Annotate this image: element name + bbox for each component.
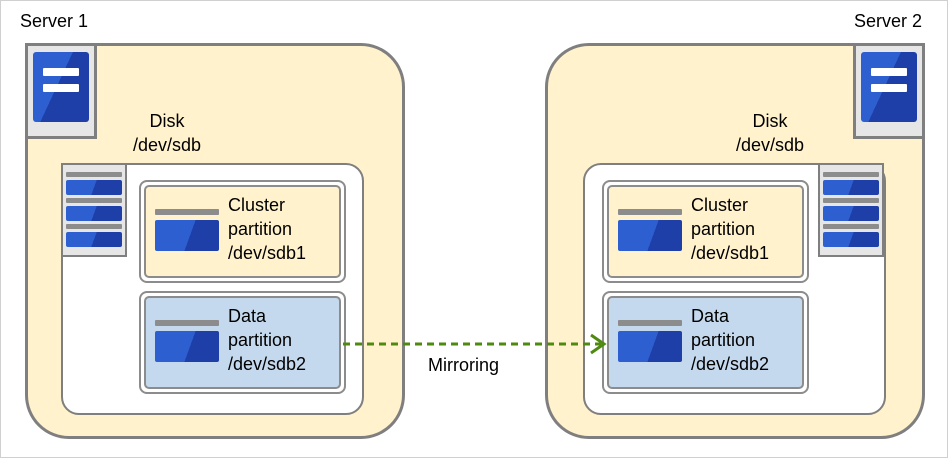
server-slot bbox=[871, 84, 907, 92]
disk-bar bbox=[66, 224, 122, 229]
partition-label: Cluster partition /dev/sdb1 bbox=[228, 195, 307, 263]
disk-label-name: Disk bbox=[752, 111, 788, 131]
disk-label-device: /dev/sdb bbox=[735, 135, 805, 155]
server-1-disk-icon bbox=[61, 163, 127, 257]
partition-label: Cluster partition /dev/sdb1 bbox=[691, 195, 770, 263]
server-1-icon bbox=[25, 43, 97, 139]
partition-label: Data partition /dev/sdb2 bbox=[228, 306, 307, 374]
partition-drive-icon bbox=[618, 209, 684, 253]
disk-platter bbox=[66, 180, 122, 195]
server-2-icon bbox=[853, 43, 925, 139]
server-2-disk-label: Disk /dev/sdb bbox=[725, 109, 815, 157]
server-1-title: Server 1 bbox=[20, 11, 89, 31]
disk-platter bbox=[823, 180, 879, 195]
disk-bar bbox=[823, 172, 879, 177]
disk-label-name: Disk bbox=[149, 111, 185, 131]
disk-bar bbox=[823, 198, 879, 203]
disk-bar bbox=[823, 224, 879, 229]
disk-platter bbox=[823, 232, 879, 247]
server-2-disk-icon bbox=[818, 163, 884, 257]
disk-bar bbox=[66, 198, 122, 203]
disk-platter bbox=[66, 206, 122, 221]
mirroring-label: Mirroring bbox=[428, 355, 500, 375]
partition-drive-icon bbox=[618, 320, 684, 364]
disk-platter bbox=[66, 232, 122, 247]
partition-drive-icon bbox=[155, 209, 221, 253]
server-1-disk-label: Disk /dev/sdb bbox=[122, 109, 212, 157]
partition-label: Data partition /dev/sdb2 bbox=[691, 306, 770, 374]
disk-label-device: /dev/sdb bbox=[132, 135, 202, 155]
server-slot bbox=[871, 68, 907, 76]
server-slot bbox=[43, 84, 79, 92]
disk-bar bbox=[66, 172, 122, 177]
disk-platter bbox=[823, 206, 879, 221]
arrow-right-icon bbox=[590, 333, 607, 355]
server-1-data-partition: Data partition /dev/sdb2 bbox=[139, 291, 346, 394]
server-chassis bbox=[33, 52, 89, 122]
server-1-cluster-partition: Cluster partition /dev/sdb1 bbox=[139, 180, 346, 283]
server-chassis bbox=[861, 52, 917, 122]
server-2-title: Server 2 bbox=[854, 11, 923, 31]
server-2-cluster-partition: Cluster partition /dev/sdb1 bbox=[602, 180, 809, 283]
server-slot bbox=[43, 68, 79, 76]
partition-drive-icon bbox=[155, 320, 221, 364]
